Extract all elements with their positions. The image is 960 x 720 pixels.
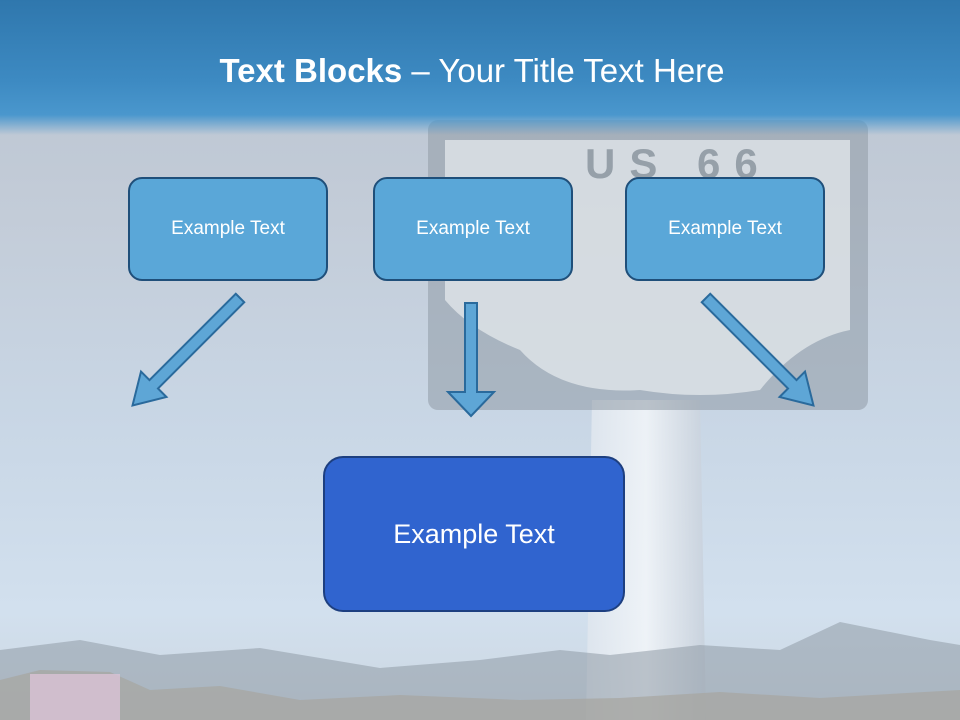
- text-block-3-label: Example Text: [668, 218, 782, 239]
- text-block-1-label: Example Text: [171, 218, 285, 239]
- result-block: Example Text: [323, 456, 625, 612]
- slide-title: Text Blocks – Your Title Text Here: [0, 52, 944, 90]
- text-block-1: Example Text: [128, 177, 328, 281]
- result-block-label: Example Text: [393, 518, 555, 549]
- town: [0, 670, 960, 720]
- text-block-2: Example Text: [373, 177, 573, 281]
- text-block-3: Example Text: [625, 177, 825, 281]
- arrow-right: [700, 292, 815, 407]
- arrow-center: [445, 302, 497, 418]
- text-block-2-label: Example Text: [416, 218, 530, 239]
- building: [30, 674, 120, 720]
- arrow-left: [131, 292, 246, 407]
- header-band: [0, 0, 960, 135]
- title-bold: Text Blocks: [219, 52, 403, 89]
- title-rest: Your Title Text Here: [438, 52, 725, 89]
- title-separator: –: [402, 52, 439, 89]
